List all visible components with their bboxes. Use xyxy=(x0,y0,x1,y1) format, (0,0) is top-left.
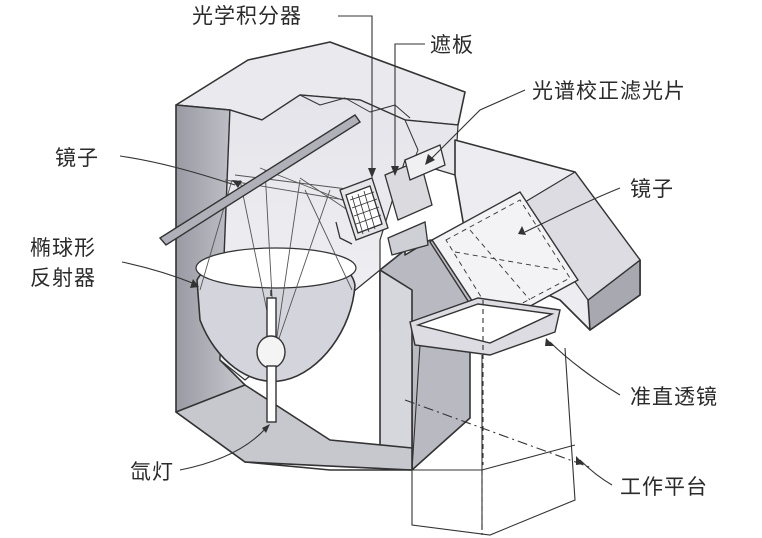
output-beam xyxy=(404,300,593,536)
label-ellipsoidal-reflector-line1: 椭球形 xyxy=(30,236,96,260)
leader-lines xyxy=(119,15,621,486)
label-shutter: 遮板 xyxy=(430,33,474,57)
collimating-lens xyxy=(409,297,561,356)
label-ellipsoidal-reflector-line2: 反射器 xyxy=(30,266,96,290)
optical-integrator xyxy=(335,177,389,245)
label-work-platform: 工作平台 xyxy=(620,475,708,499)
label-optical-integrator: 光学积分器 xyxy=(192,4,302,28)
label-right-mirror: 镜子 xyxy=(630,177,674,201)
label-spectral-filter: 光谱校正滤光片 xyxy=(532,79,686,103)
label-collimating-lens: 准直透镜 xyxy=(630,385,718,409)
label-left-mirror: 镜子 xyxy=(55,146,99,170)
xenon-lamp xyxy=(256,290,286,423)
left-mirror xyxy=(158,114,361,246)
label-xenon-lamp: 氙灯 xyxy=(130,460,174,484)
spectral-filter xyxy=(404,144,446,181)
